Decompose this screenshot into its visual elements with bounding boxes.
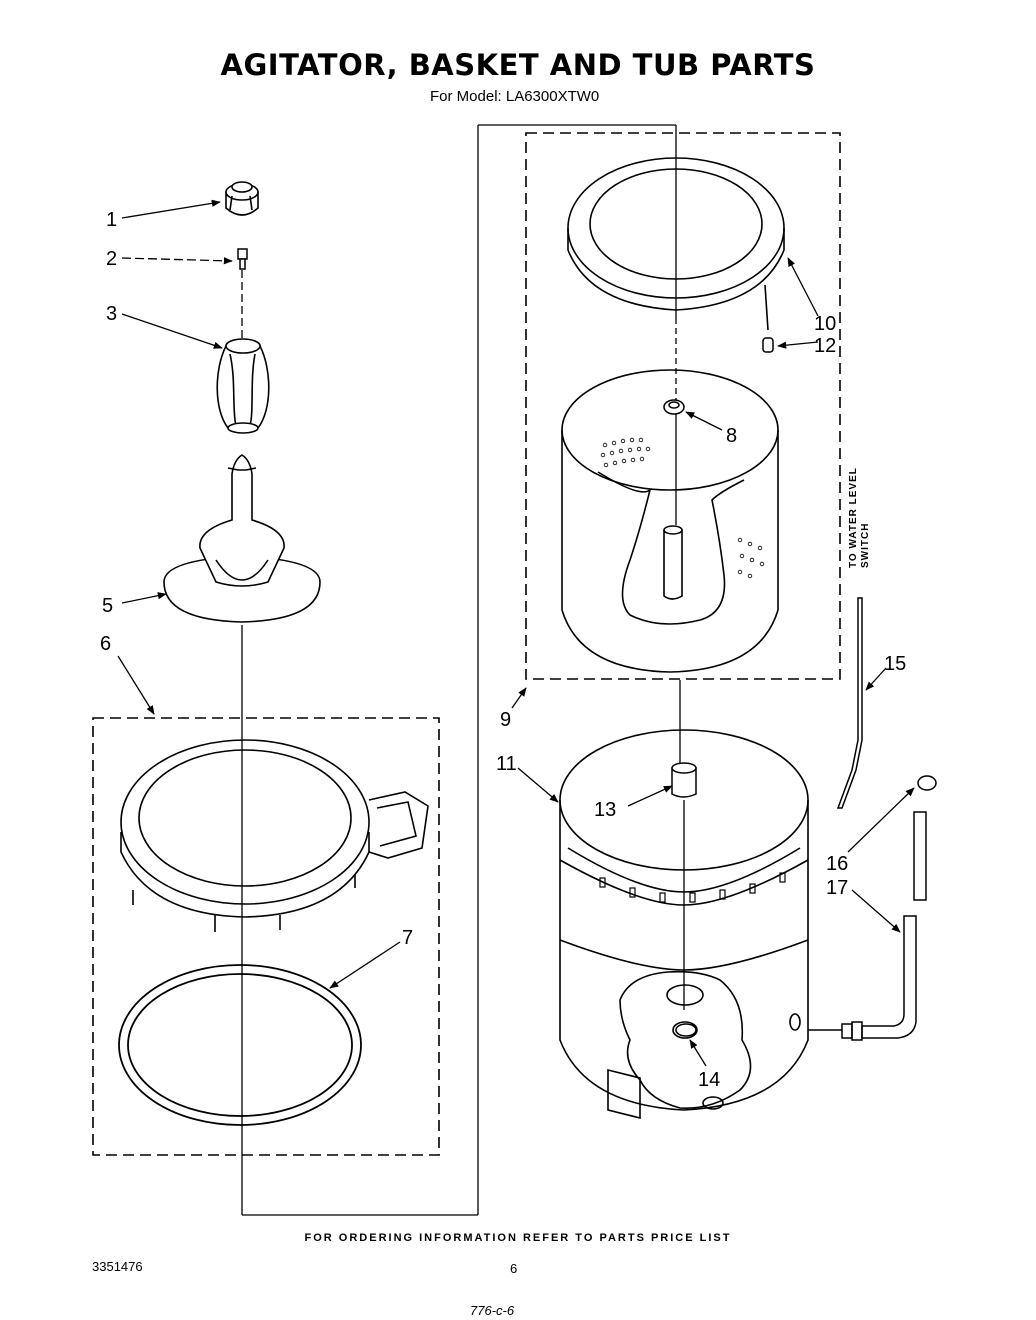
assembly-centerline-left [241, 124, 685, 1216]
part-13-drive-hub [671, 762, 697, 798]
leader-arrows [117, 199, 915, 1067]
part-2-bolt [237, 248, 248, 270]
wash-basket [561, 369, 779, 673]
part-6-tub-ring [120, 739, 429, 932]
callout-10: 10 [814, 313, 836, 335]
callout-1: 1 [106, 209, 117, 231]
callout-16: 16 [826, 853, 848, 875]
part-17-drain-hose [808, 811, 927, 1041]
side-note-line-2: SWITCH [860, 523, 871, 568]
side-note-line-1: TO WATER LEVEL [848, 467, 859, 568]
callout-14: 14 [698, 1069, 720, 1091]
part-15-air-hose [836, 597, 863, 809]
part-10-balance-ring [567, 157, 785, 331]
callout-11: 11 [496, 753, 517, 775]
callout-5: 5 [102, 595, 113, 617]
model-subtitle: For Model: LA6300XTW0 [430, 88, 600, 105]
callout-7: 7 [402, 927, 413, 949]
callout-numbers: 1 2 3 5 6 7 8 9 10 11 12 13 14 15 16 17 [100, 209, 906, 1091]
part-8-hub-nut [663, 399, 685, 415]
part-3-agitator-barrel [216, 338, 270, 434]
document-number: 3351476 [92, 1259, 143, 1274]
callout-6: 6 [100, 633, 111, 655]
callout-17: 17 [826, 877, 848, 899]
callout-9: 9 [500, 709, 511, 731]
part-1-agitator-cap [225, 181, 259, 216]
tub-slots [599, 872, 786, 903]
part-12-clip [762, 337, 774, 353]
part-16-o-ring [917, 775, 937, 791]
page-number: 6 [510, 1261, 518, 1276]
callout-13: 13 [594, 799, 616, 821]
page-title: AGITATOR, BASKET AND TUB PARTS [220, 48, 816, 82]
callout-2: 2 [106, 248, 117, 270]
callout-8: 8 [726, 425, 737, 447]
part-14-seal [675, 1023, 697, 1037]
callout-3: 3 [106, 303, 117, 325]
part-5-agitator-base [163, 454, 321, 623]
callout-12: 12 [814, 335, 836, 357]
ordering-note: FOR ORDERING INFORMATION REFER TO PARTS … [304, 1232, 732, 1244]
group-box-9 [525, 132, 841, 680]
basket-perforations [600, 437, 765, 579]
part-7-gasket-ring [118, 964, 362, 1126]
callout-15: 15 [884, 653, 906, 675]
group-box-6 [92, 717, 440, 1156]
handwritten-code: 776-c-6 [470, 1303, 515, 1318]
water-level-switch-note: TO WATER LEVEL SWITCH [848, 467, 871, 568]
